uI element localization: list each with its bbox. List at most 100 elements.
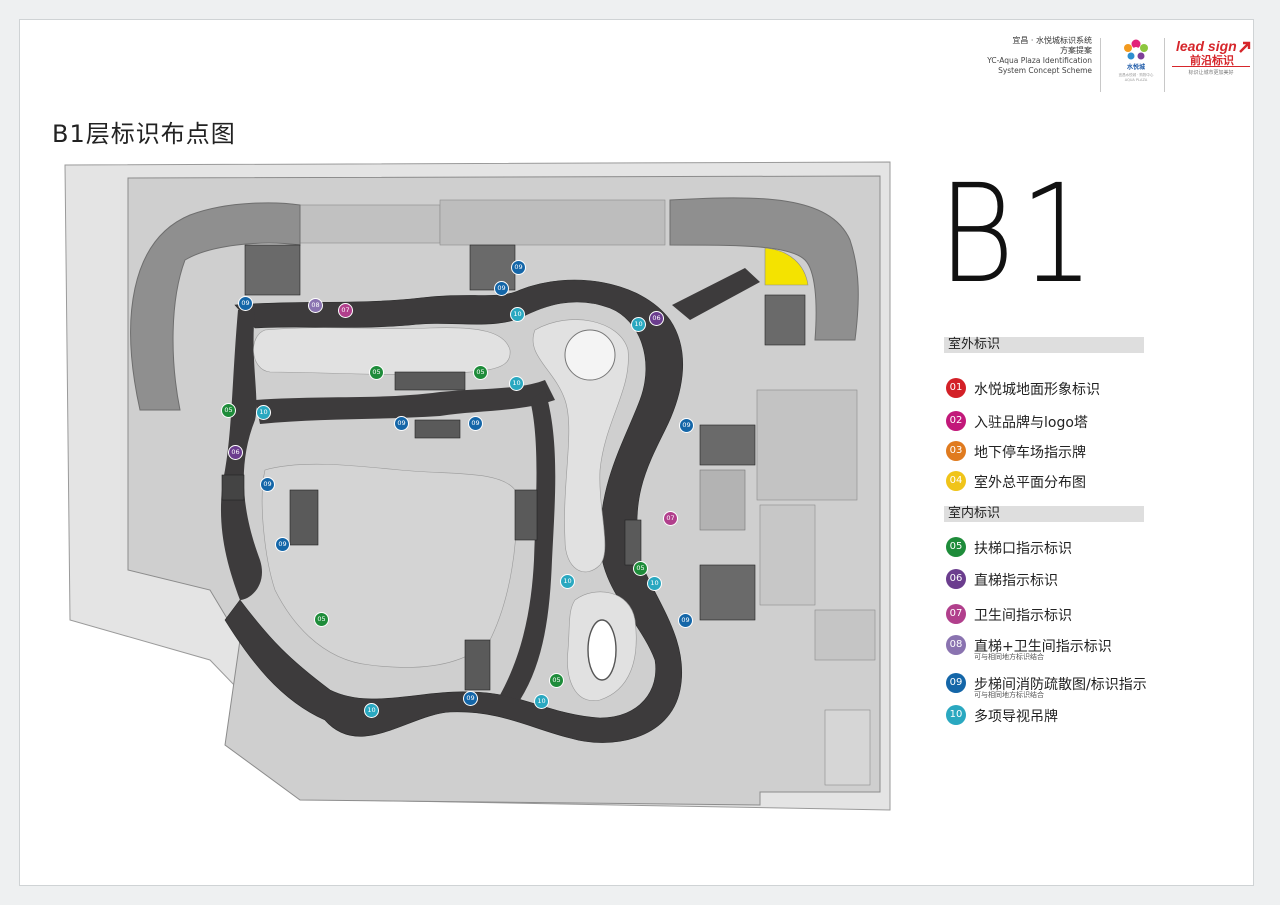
legend-badge: 10 <box>946 705 966 725</box>
page-title: B1层标识布点图 <box>52 120 236 148</box>
map-marker[interactable]: 05 <box>221 403 236 418</box>
map-marker[interactable]: 06 <box>228 445 243 460</box>
legend-badge: 09 <box>946 673 966 693</box>
map-marker[interactable]: 10 <box>364 703 379 718</box>
stairwell <box>699 564 756 621</box>
map-marker[interactable]: 10 <box>647 576 662 591</box>
map-marker[interactable]: 09 <box>494 281 509 296</box>
map-marker[interactable]: 10 <box>256 405 271 420</box>
map-marker[interactable]: 09 <box>463 691 478 706</box>
map-marker[interactable]: 07 <box>338 303 353 318</box>
service-room <box>699 469 746 531</box>
room-block <box>439 199 666 246</box>
map-marker[interactable]: 05 <box>633 561 648 576</box>
map-marker[interactable]: 07 <box>663 511 678 526</box>
map-marker[interactable]: 10 <box>631 317 646 332</box>
divider <box>1100 38 1101 92</box>
company-name-cn: 前沿标识 <box>1190 54 1234 67</box>
legend-badge: 04 <box>946 471 966 491</box>
floor-plan-map <box>64 161 891 811</box>
arrow-icon <box>1239 41 1251 53</box>
lead-sign-logo: lead sign 前沿标识 标识让城市更加美好 <box>1172 38 1252 98</box>
legend-badge: 06 <box>946 569 966 589</box>
highlight-zone <box>764 247 809 286</box>
atrium-oval <box>587 619 617 681</box>
legend-badge: 02 <box>946 411 966 431</box>
stairwell <box>699 424 756 466</box>
stairwell <box>464 639 491 691</box>
escalator <box>624 519 642 566</box>
map-marker[interactable]: 10 <box>510 307 525 322</box>
divider <box>1164 38 1165 92</box>
atrium-void <box>532 319 629 573</box>
legend-heading-outdoor: 室外标识 <box>944 337 1144 353</box>
legend-label: 直梯+卫生间指示标识 <box>974 639 1112 655</box>
map-marker[interactable]: 05 <box>549 673 564 688</box>
map-marker[interactable]: 09 <box>238 296 253 311</box>
legend-label: 室外总平面分布图 <box>974 475 1086 491</box>
corridor-middle <box>255 380 555 424</box>
room-block <box>756 389 858 501</box>
room-block <box>299 204 441 244</box>
map-marker[interactable]: 05 <box>314 612 329 627</box>
vehicle-ramp <box>669 197 859 341</box>
legend-badge: 07 <box>946 604 966 624</box>
stairwell <box>469 244 516 291</box>
project-name-en-2: System Concept Scheme <box>998 66 1092 75</box>
escalator <box>514 489 538 541</box>
aqua-plaza-logo: 水悦城 宜昌水悦城 · 购物中心 AQUA PLAZA <box>1118 36 1154 92</box>
map-marker[interactable]: 09 <box>394 416 409 431</box>
room-block <box>759 504 816 606</box>
atrium-void <box>253 327 511 375</box>
stairwell <box>764 294 806 346</box>
elevator <box>221 474 245 501</box>
flower-icon <box>1124 39 1148 60</box>
corridor-connector <box>672 268 760 320</box>
project-name-cn: 宜昌 · 水悦城标识系统 <box>1012 36 1092 45</box>
map-marker[interactable]: 06 <box>649 311 664 326</box>
map-marker[interactable]: 09 <box>679 418 694 433</box>
corridor-spine <box>500 390 556 700</box>
stairwell <box>244 244 301 296</box>
legend-note: 可与相同地方标识结合 <box>974 653 1044 661</box>
legend-heading-indoor: 室内标识 <box>944 506 1144 522</box>
map-marker[interactable]: 09 <box>275 537 290 552</box>
map-marker[interactable]: 10 <box>534 694 549 709</box>
scheme-label-cn: 方案提案 <box>1060 46 1092 55</box>
stairwell <box>289 489 319 546</box>
legend-label: 水悦城地面形象标识 <box>974 382 1100 398</box>
brand-logo-caption: 水悦城 <box>1126 64 1145 71</box>
vehicle-ramp <box>130 202 301 411</box>
map-marker[interactable]: 09 <box>678 613 693 628</box>
map-marker[interactable]: 09 <box>260 477 275 492</box>
map-marker[interactable]: 09 <box>468 416 483 431</box>
project-info: 宜昌 · 水悦城标识系统 方案提案 YC-Aqua Plaza Identifi… <box>980 36 1092 76</box>
map-marker[interactable]: 10 <box>560 574 575 589</box>
escalator <box>414 419 461 439</box>
company-name-en: lead sign <box>1176 38 1237 54</box>
legend-label: 卫生间指示标识 <box>974 608 1072 624</box>
legend-badge: 08 <box>946 635 966 655</box>
legend-label: 入驻品牌与logo塔 <box>974 415 1088 431</box>
legend-note: 可与相同地方标识结合 <box>974 691 1044 699</box>
legend-label: 多项导视吊牌 <box>974 709 1058 725</box>
legend-badge: 03 <box>946 441 966 461</box>
fan-atrium <box>564 329 616 381</box>
brand-logo-subcaption: 宜昌水悦城 · 购物中心 AQUA PLAZA <box>1118 73 1154 82</box>
company-tagline: 标识让城市更加美好 <box>1172 66 1250 76</box>
map-marker[interactable]: 08 <box>308 298 323 313</box>
project-name-en-1: YC-Aqua Plaza Identification <box>987 56 1092 65</box>
map-marker[interactable]: 09 <box>511 260 526 275</box>
legend-label: 地下停车场指示牌 <box>974 445 1086 461</box>
title-block: 宜昌 · 水悦城标识系统 方案提案 YC-Aqua Plaza Identifi… <box>980 36 1252 106</box>
map-marker[interactable]: 05 <box>369 365 384 380</box>
room-block <box>814 609 876 661</box>
escalator <box>394 371 466 391</box>
room-block <box>824 709 871 786</box>
legend-badge: 05 <box>946 537 966 557</box>
level-label: B1 <box>938 156 1100 314</box>
legend-badge: 01 <box>946 378 966 398</box>
map-marker[interactable]: 10 <box>509 376 524 391</box>
legend-label: 扶梯口指示标识 <box>974 541 1072 557</box>
map-marker[interactable]: 05 <box>473 365 488 380</box>
